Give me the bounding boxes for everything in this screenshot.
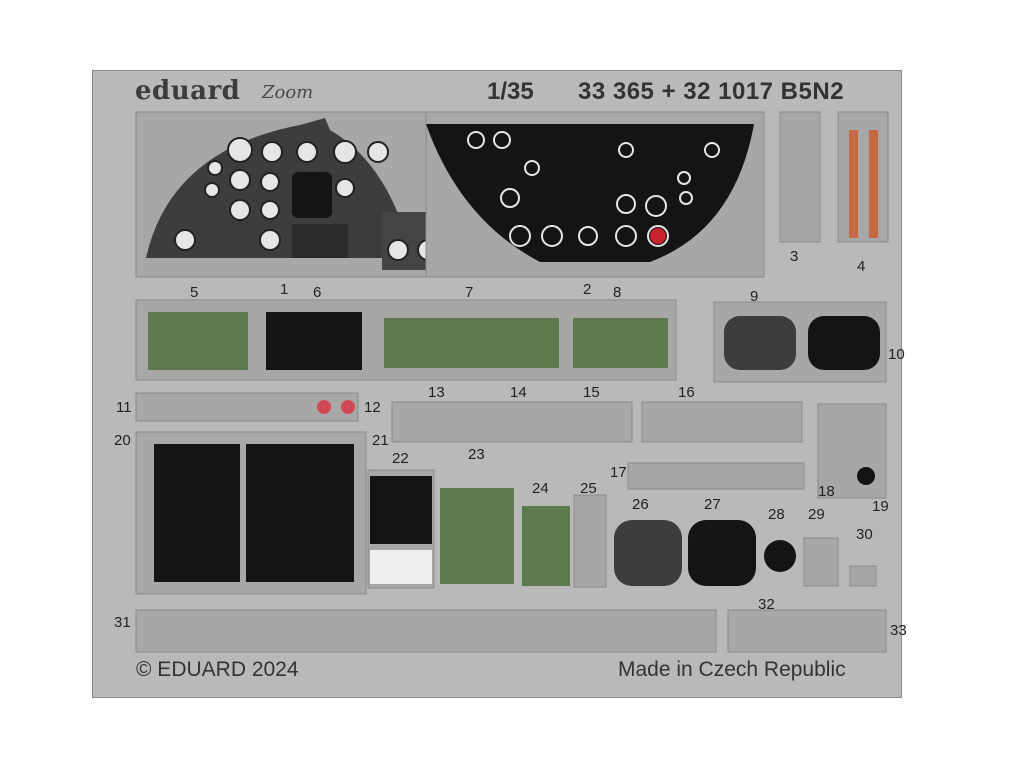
part-number-1: 1	[280, 281, 289, 298]
part-24	[522, 506, 570, 586]
part-2-dials	[467, 131, 720, 247]
part-27	[688, 520, 756, 586]
part-number-5: 5	[190, 284, 199, 301]
part-26	[614, 520, 682, 586]
part-16-frame	[641, 401, 803, 443]
part-number-2: 2	[583, 281, 592, 298]
part-number-27: 27	[704, 496, 721, 513]
part-6	[266, 312, 362, 370]
part-2-main-panel	[426, 124, 754, 262]
part-number-8: 8	[613, 284, 622, 301]
part-number-29: 29	[808, 506, 825, 523]
origin-label: Made in Czech Republic	[618, 658, 846, 681]
part-28	[764, 540, 796, 572]
part-1-inset	[292, 224, 348, 258]
part-4-frame	[837, 111, 889, 243]
part-number-11: 11	[116, 399, 132, 416]
part-number-30: 30	[856, 526, 873, 543]
part-12-light-1	[317, 400, 331, 414]
product-codes: 33 365 + 32 1017 B5N2	[578, 78, 845, 105]
parts-13-15-frame	[391, 401, 633, 443]
part-number-7: 7	[465, 284, 474, 301]
part-number-25: 25	[580, 480, 597, 497]
part-number-15: 15	[583, 384, 600, 401]
part-number-26: 26	[632, 496, 649, 513]
part-12-light-2	[341, 400, 355, 414]
part-10	[808, 316, 880, 370]
part-8	[573, 318, 668, 368]
part-19	[857, 467, 875, 485]
part-31-frame	[135, 609, 717, 653]
part-number-18: 18	[818, 483, 835, 500]
part-29	[803, 537, 839, 587]
part-number-17: 17	[610, 464, 627, 481]
part-number-14: 14	[510, 384, 527, 401]
part-number-21: 21	[372, 432, 389, 449]
part-20	[154, 444, 240, 582]
scale-label: 1/35	[487, 78, 534, 105]
part-1-horizon	[292, 172, 332, 218]
part-21	[246, 444, 354, 582]
part-number-31: 31	[114, 614, 131, 631]
part-4-belt-left	[849, 130, 858, 238]
part-number-32: 32	[758, 596, 775, 613]
part-number-9: 9	[750, 288, 759, 305]
part-25	[573, 494, 607, 588]
part-3	[779, 111, 821, 243]
part-5	[148, 312, 248, 370]
part-1-dials	[174, 137, 406, 251]
part-4-belt-right	[869, 130, 878, 238]
part-number-12: 12	[364, 399, 381, 416]
part-7	[384, 318, 559, 368]
part-32-33-frame	[727, 609, 887, 653]
part-number-3: 3	[790, 248, 799, 265]
part-22	[370, 476, 432, 544]
part-23	[440, 488, 514, 584]
brand-logo: eduard	[135, 76, 241, 106]
part-22-lower	[370, 550, 432, 584]
part-number-23: 23	[468, 446, 485, 463]
part-18-19-frame	[817, 403, 887, 499]
part-number-16: 16	[678, 384, 695, 401]
part-9	[724, 316, 796, 370]
part-number-28: 28	[768, 506, 785, 523]
part-number-20: 20	[114, 432, 131, 449]
part-number-33: 33	[890, 622, 907, 639]
part-number-22: 22	[392, 450, 409, 467]
part-number-10: 10	[888, 346, 905, 363]
part-number-24: 24	[532, 480, 549, 497]
zoom-logo: Zoom	[262, 82, 314, 103]
part-2-red-dial	[650, 228, 666, 244]
part-number-4: 4	[857, 258, 866, 275]
part-number-6: 6	[313, 284, 322, 301]
part-30	[849, 565, 877, 587]
copyright: © EDUARD 2024	[136, 658, 299, 681]
part-17-frame	[627, 462, 805, 490]
part-number-13: 13	[428, 384, 445, 401]
part-number-19: 19	[872, 498, 889, 515]
